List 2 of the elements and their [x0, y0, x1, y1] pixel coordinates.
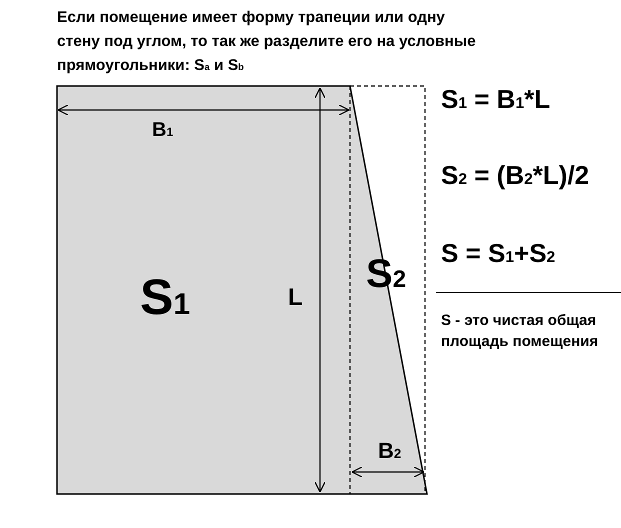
- note: S - это чистая общая площадь помещения: [441, 311, 600, 352]
- dimension-label: L: [288, 286, 303, 310]
